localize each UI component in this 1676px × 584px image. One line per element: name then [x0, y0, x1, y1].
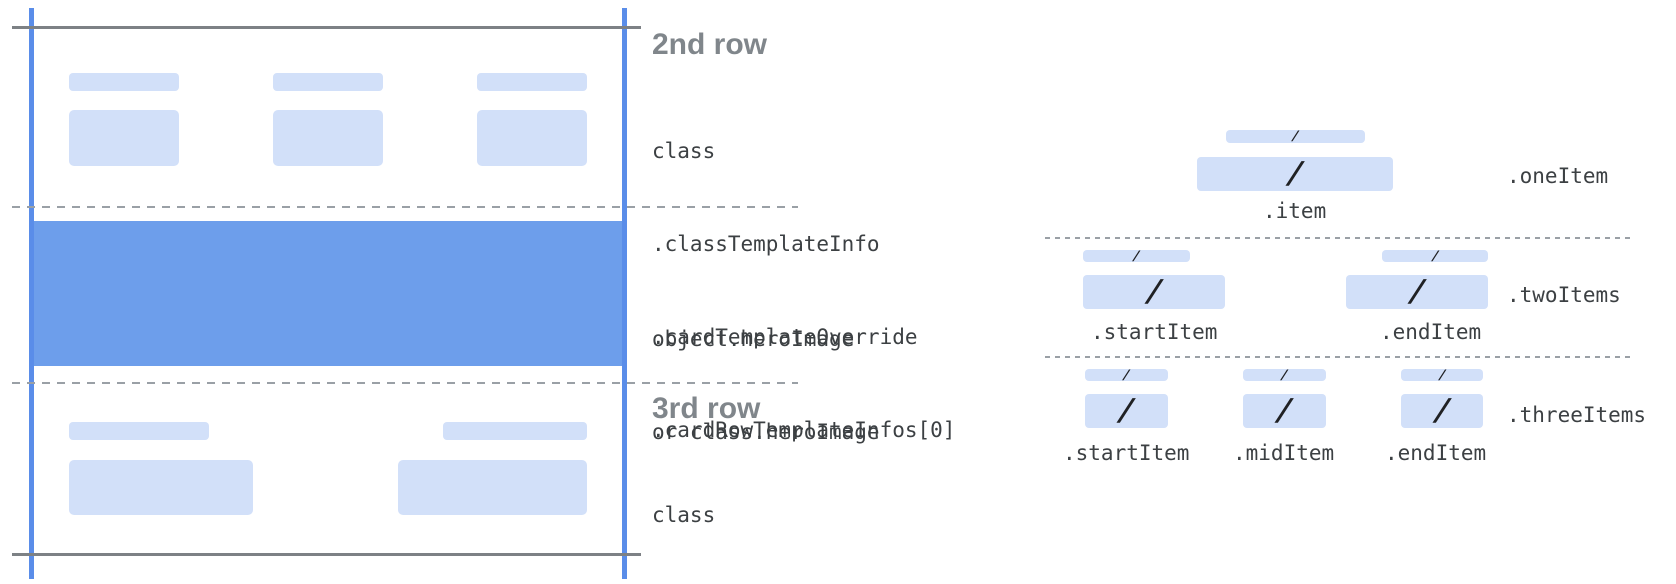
hero-row3-separator-dashed-line [12, 382, 798, 384]
field-value-placeholder [273, 110, 383, 166]
code-line: .cardRowTemplateInfos[0] [652, 418, 956, 442]
slash-icon: / [1431, 248, 1439, 264]
hero-image-band [34, 221, 622, 366]
threeitems-miditem-value-bar: / [1243, 393, 1326, 428]
threeitems-startitem-caption: .startItem [1063, 441, 1190, 465]
slash-icon: / [1146, 274, 1163, 309]
row2-heading: 2nd row [652, 28, 768, 61]
oneitem-item-label-bar: / [1226, 129, 1365, 144]
layout-separator-dashed-line [1045, 356, 1630, 358]
field-label-placeholder [69, 422, 209, 440]
twoitems-enditem-value-bar: / [1346, 274, 1488, 309]
row3-heading: 3rd row [652, 392, 761, 425]
row3-code-block: class .classTemplateInfo .cardTemplateOv… [652, 438, 955, 584]
threeitems-miditem-caption: .midItem [1233, 441, 1335, 465]
threeitems-enditem-caption: .endItem [1385, 441, 1487, 465]
slash-icon: / [1276, 393, 1293, 428]
code-line: object.heroImage [652, 327, 855, 351]
slash-icon: / [1409, 274, 1426, 309]
field-label-placeholder [443, 422, 587, 440]
slash-icon: / [1287, 156, 1304, 191]
threeitems-enditem-value-bar: / [1401, 393, 1483, 428]
field-label-placeholder [69, 73, 179, 91]
field-value-placeholder [69, 460, 253, 515]
threeitems-layout-label: .threeItems [1507, 403, 1647, 427]
threeitems-enditem-label-bar: / [1401, 367, 1483, 383]
threeitems-startitem-value-bar: / [1085, 393, 1168, 428]
threeitems-startitem-label-bar: / [1085, 367, 1168, 383]
card-bottom-boundary-line [12, 553, 641, 556]
layout-separator-dashed-line [1045, 237, 1630, 239]
code-line: class [652, 503, 716, 527]
field-value-placeholder [398, 460, 587, 515]
slash-icon: / [1123, 367, 1130, 383]
slash-icon: / [1133, 248, 1140, 264]
slash-icon: / [1434, 393, 1451, 428]
field-value-placeholder [477, 110, 587, 166]
twoitems-enditem-caption: .endItem [1380, 320, 1482, 344]
card-right-edge-line [622, 8, 627, 579]
row2-hero-separator-dashed-line [12, 206, 798, 208]
code-line: or class.heroImage [652, 420, 880, 444]
twoitems-startitem-label-bar: / [1083, 248, 1190, 264]
twoitems-startitem-caption: .startItem [1091, 320, 1218, 344]
oneitem-layout-label: .oneItem [1507, 164, 1609, 188]
hero-code-block: object.heroImage or class.heroImage [652, 262, 880, 510]
slash-icon: / [1118, 393, 1135, 428]
twoitems-startitem-value-bar: / [1083, 274, 1225, 309]
code-line: class [652, 139, 716, 163]
code-line: .cardTemplateOverride [652, 325, 918, 349]
card-top-boundary-line [12, 26, 641, 29]
field-label-placeholder [273, 73, 383, 91]
oneitem-item-caption: .item [1263, 199, 1327, 223]
row2-code-block: class .classTemplateInfo .cardTemplateOv… [652, 74, 955, 508]
card-left-edge-line [29, 8, 34, 579]
slash-icon: / [1281, 367, 1288, 383]
slash-icon: / [1438, 367, 1446, 383]
oneitem-item-value-bar: / [1197, 156, 1393, 191]
code-line: .classTemplateInfo [652, 232, 880, 256]
field-label-placeholder [477, 73, 587, 91]
field-value-placeholder [69, 110, 179, 166]
twoitems-enditem-label-bar: / [1382, 248, 1488, 264]
slash-icon: / [1292, 129, 1299, 144]
twoitems-layout-label: .twoItems [1507, 283, 1621, 307]
threeitems-miditem-label-bar: / [1243, 367, 1326, 383]
